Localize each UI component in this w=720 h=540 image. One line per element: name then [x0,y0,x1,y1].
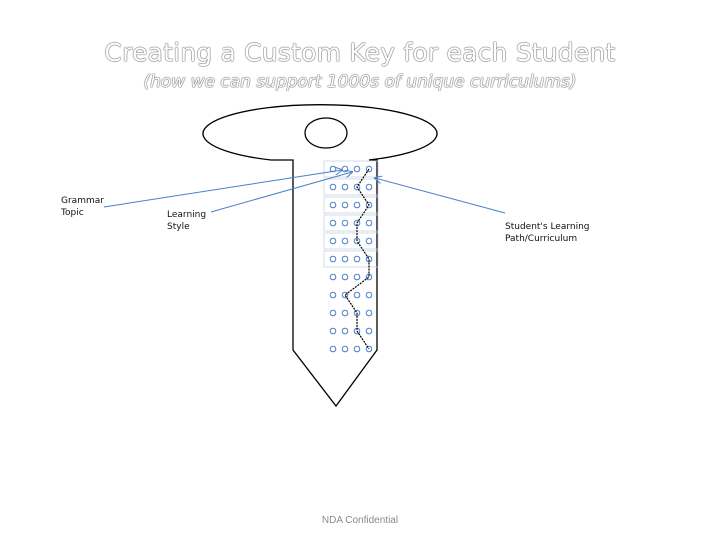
grid-cell-row [323,196,379,214]
grid-dot [329,345,337,353]
grid-dot [329,327,337,335]
footer-confidential: NDA Confidential [321,515,399,526]
grid-dot [341,273,349,281]
grid-dot [329,183,337,191]
learning-path-line [344,168,370,350]
grid-dot [341,237,349,245]
grammar-topic-label: Grammar Topic [61,196,104,218]
grid-cell-row [323,232,379,250]
grid-dot [341,165,349,173]
grid-dot [341,183,349,191]
learning-style-label: Learning Style [167,210,207,232]
grid-cell-row [323,250,379,268]
grid-dot [365,327,373,335]
grid-cell-row [323,214,379,232]
key-grid-dots [329,165,373,353]
grid-dot [353,345,361,353]
key-outline [202,104,438,408]
grid-dot [341,201,349,209]
grid-dot [341,255,349,263]
grid-dot [329,219,337,227]
grid-dot [329,291,337,299]
grid-dot [365,309,373,317]
learning-path-label: Student's Learning Path/Curriculum [505,222,590,244]
grid-dot [329,273,337,281]
grid-dot [341,309,349,317]
grid-dot [329,255,337,263]
grid-dot [353,165,361,173]
grid-cell-row [323,178,379,196]
grid-dot [341,327,349,335]
grid-dot [329,309,337,317]
grid-dot [365,237,373,245]
grid-dot [365,291,373,299]
grid-dot [341,219,349,227]
grammar-topic-arrow [103,170,342,208]
grid-dot [353,291,361,299]
key-grid-cells [323,160,379,268]
grid-dot [353,201,361,209]
grid-dot [329,201,337,209]
slide-subtitle: (how we can support 1000s of unique curr… [143,72,577,92]
grid-dot [353,273,361,281]
key-hole [304,117,348,149]
grid-dot [353,255,361,263]
grid-dot [365,219,373,227]
grid-dot [365,183,373,191]
grid-dot [329,237,337,245]
grid-dot [341,291,349,299]
slide-title: Creating a Custom Key for each Student [104,38,616,67]
learning-path-arrow [375,178,506,214]
learning-style-arrow [210,172,352,213]
grid-dot [341,345,349,353]
